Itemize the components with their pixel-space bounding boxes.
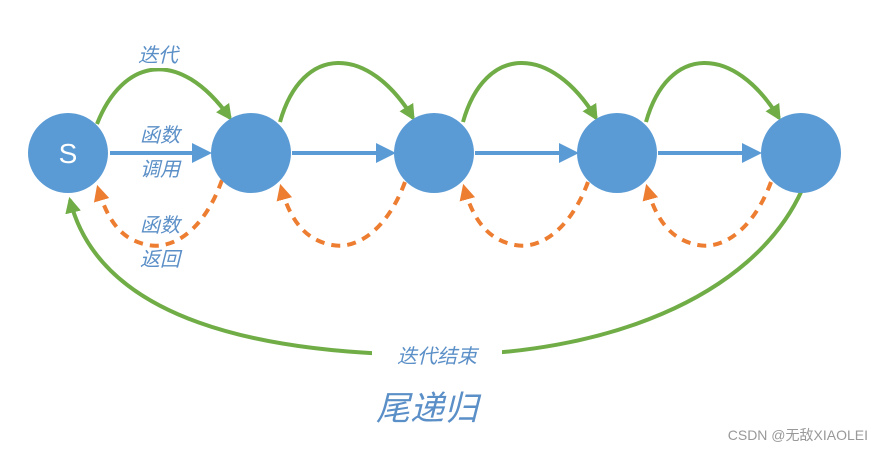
return-label-line1: 函数 (140, 213, 183, 237)
node-2 (394, 113, 474, 193)
call-label-line1: 函数 (140, 123, 183, 147)
node-1 (211, 113, 291, 193)
return-arrow-3 (459, 181, 590, 248)
diagram-title: 尾递归 (376, 389, 482, 429)
iterate-arrow-3 (461, 61, 598, 123)
return-label-line2: 返回 (140, 247, 183, 271)
node-3 (577, 113, 657, 193)
iterate-arrow-1 (95, 67, 232, 125)
return-arrow-1 (93, 179, 224, 248)
node-4 (761, 113, 841, 193)
return-arrow-2 (276, 181, 407, 248)
watermark: CSDN @无敌XIAOLEI (728, 427, 868, 443)
node-start (28, 113, 108, 193)
iterate-label: 迭代 (138, 43, 180, 67)
return-arrow-4 (642, 181, 773, 248)
call-label-line2: 调用 (140, 157, 182, 181)
iterate-arrow-4 (644, 61, 781, 123)
start-node-label: S (59, 138, 78, 169)
iterate-arrow-2 (278, 61, 415, 123)
iteration-end-label: 迭代结束 (397, 344, 480, 368)
